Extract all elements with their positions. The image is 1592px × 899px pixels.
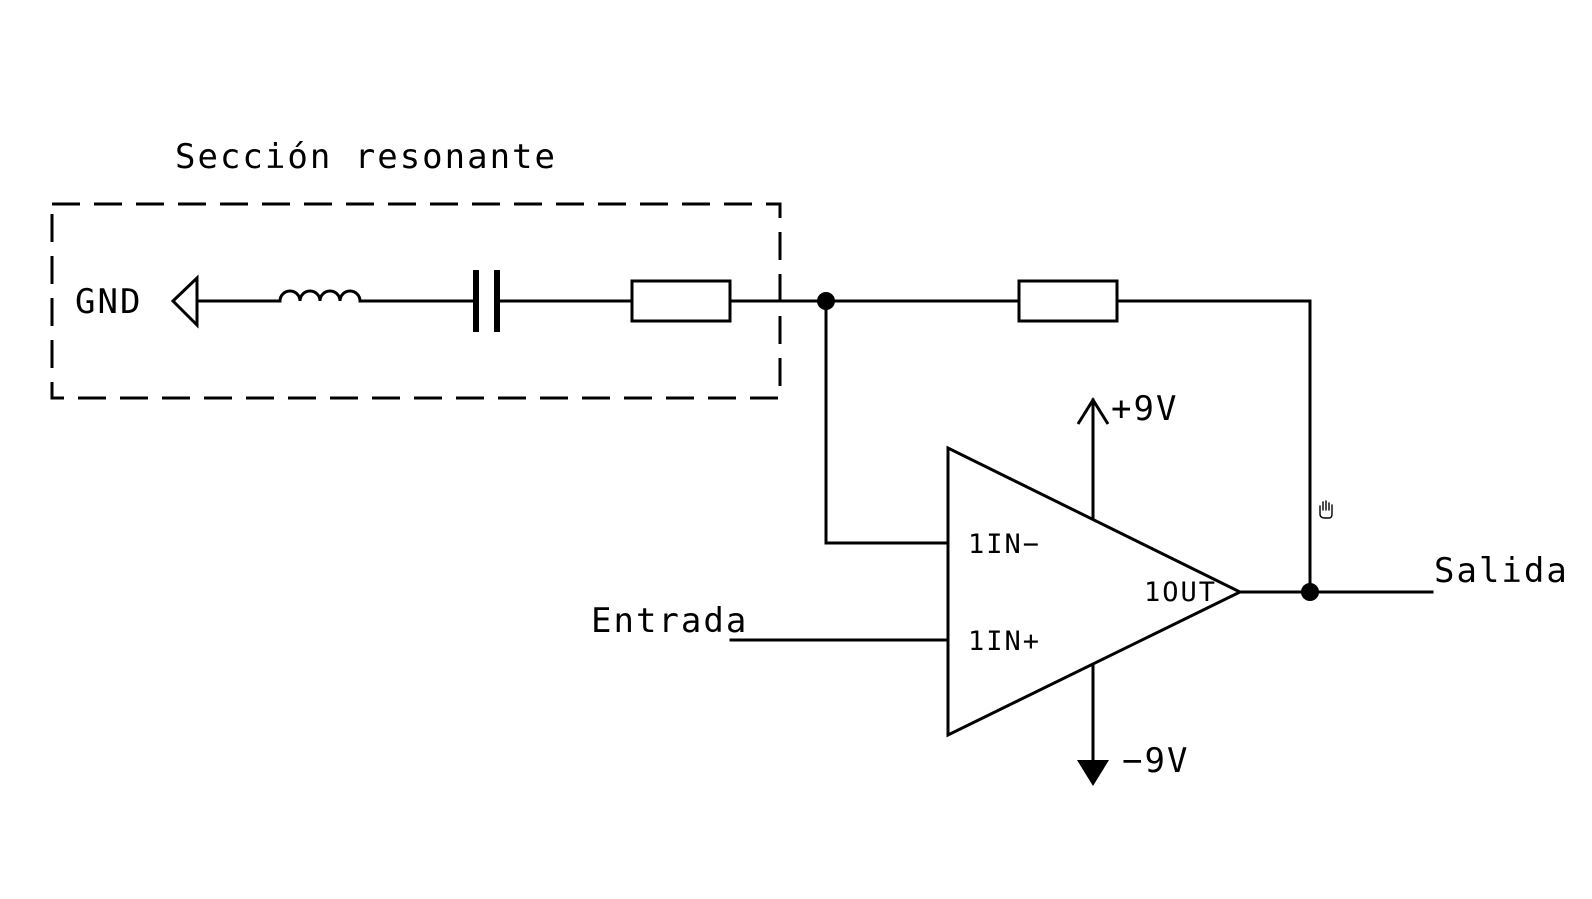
inductor-symbol <box>278 289 362 302</box>
opamp-pin-in-minus: 1IN− <box>968 529 1041 560</box>
opamp-pin-in-plus: 1IN+ <box>968 626 1041 657</box>
gnd-label: GND <box>75 282 142 322</box>
opamp-symbol <box>946 445 1244 738</box>
input-label: Entrada <box>591 601 748 641</box>
resistor-series <box>630 279 732 323</box>
vneg-label: −9V <box>1122 741 1189 781</box>
vneg-arrow-symbol <box>1077 760 1109 786</box>
resistor-feedback <box>1017 279 1119 323</box>
opamp-pin-out: 1OUT <box>1144 577 1217 608</box>
output-label: Salida <box>1434 551 1569 591</box>
wire-inverting-input <box>824 299 948 545</box>
vpos-arrow-symbol <box>1076 397 1110 425</box>
section-title: Sección resonante <box>175 137 557 177</box>
gnd-symbol <box>170 274 199 329</box>
hand-cursor-icon <box>1319 500 1333 519</box>
vpos-label: +9V <box>1111 389 1178 429</box>
junction-node-output <box>1301 583 1319 601</box>
